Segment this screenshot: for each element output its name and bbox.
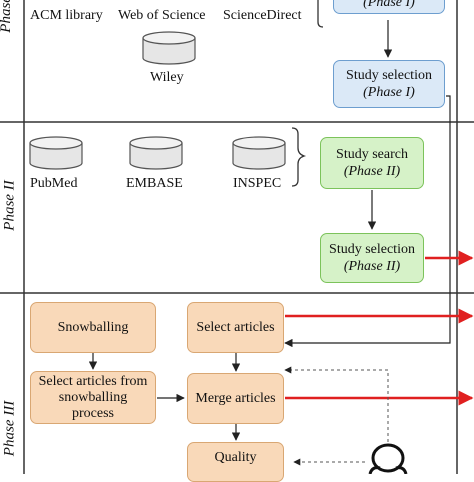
phase1-study-search-box[interactable]: (Phase I)	[333, 0, 445, 14]
phase2-search-sub-label: (Phase II)	[343, 164, 401, 179]
phase3-label: Phase III	[1, 400, 18, 457]
embase-database-icon	[129, 136, 183, 170]
quality-box[interactable]: Quality	[187, 442, 284, 482]
phase1-search-sub-label: (Phase I)	[363, 0, 415, 10]
phase2-study-selection-box[interactable]: Study selection (Phase II)	[320, 233, 424, 283]
snowballing-box[interactable]: Snowballing	[30, 302, 156, 353]
person-dashed-to-select-articles	[284, 366, 389, 448]
select-snowball-line2: snowballing	[58, 389, 128, 405]
wiley-database-icon	[142, 31, 196, 65]
pubmed-label: PubMed	[30, 176, 78, 191]
phase2-selection-title: Study selection	[329, 242, 415, 257]
embase-label: EMBASE	[126, 176, 183, 191]
pubmed-database-icon	[29, 136, 83, 170]
phase2-label: Phase II	[1, 180, 18, 231]
phase1-selection-title: Study selection	[346, 68, 432, 83]
phase2-selection-sub-label: (Phase II)	[343, 259, 401, 274]
acm-library-label: ACM library	[30, 8, 103, 23]
select-snowball-line3: process	[72, 405, 114, 421]
inspec-label: INSPEC	[233, 176, 282, 191]
phase1-label: Phase I	[0, 2, 14, 33]
select-articles-box[interactable]: Select articles	[187, 302, 284, 353]
phase1-brace	[317, 0, 324, 28]
quality-label: Quality	[214, 450, 257, 465]
phase2-study-search-box[interactable]: Study search (Phase II)	[320, 137, 424, 189]
select-articles-label: Select articles	[196, 320, 275, 335]
wiley-label: Wiley	[150, 70, 184, 85]
snowballing-label: Snowballing	[57, 320, 129, 335]
merge-articles-box[interactable]: Merge articles	[187, 373, 284, 424]
inspec-database-icon	[232, 136, 286, 170]
select-snowball-line1: Select articles from	[38, 373, 148, 389]
phase2-search-title: Study search	[336, 147, 408, 162]
reviewer-person-icon	[368, 443, 408, 474]
phase2-brace	[291, 127, 307, 187]
select-snowball-articles-box[interactable]: Select articles from snowballing process	[30, 371, 156, 424]
merge-articles-label: Merge articles	[195, 391, 276, 406]
phase1-study-selection-box[interactable]: Study selection (Phase I)	[333, 60, 445, 108]
phase1-selection-connector	[284, 95, 451, 348]
sciencedirect-label: ScienceDirect	[223, 8, 302, 23]
phase1-selection-sub-label: (Phase I)	[363, 85, 415, 100]
web-of-science-label: Web of Science	[118, 8, 206, 23]
